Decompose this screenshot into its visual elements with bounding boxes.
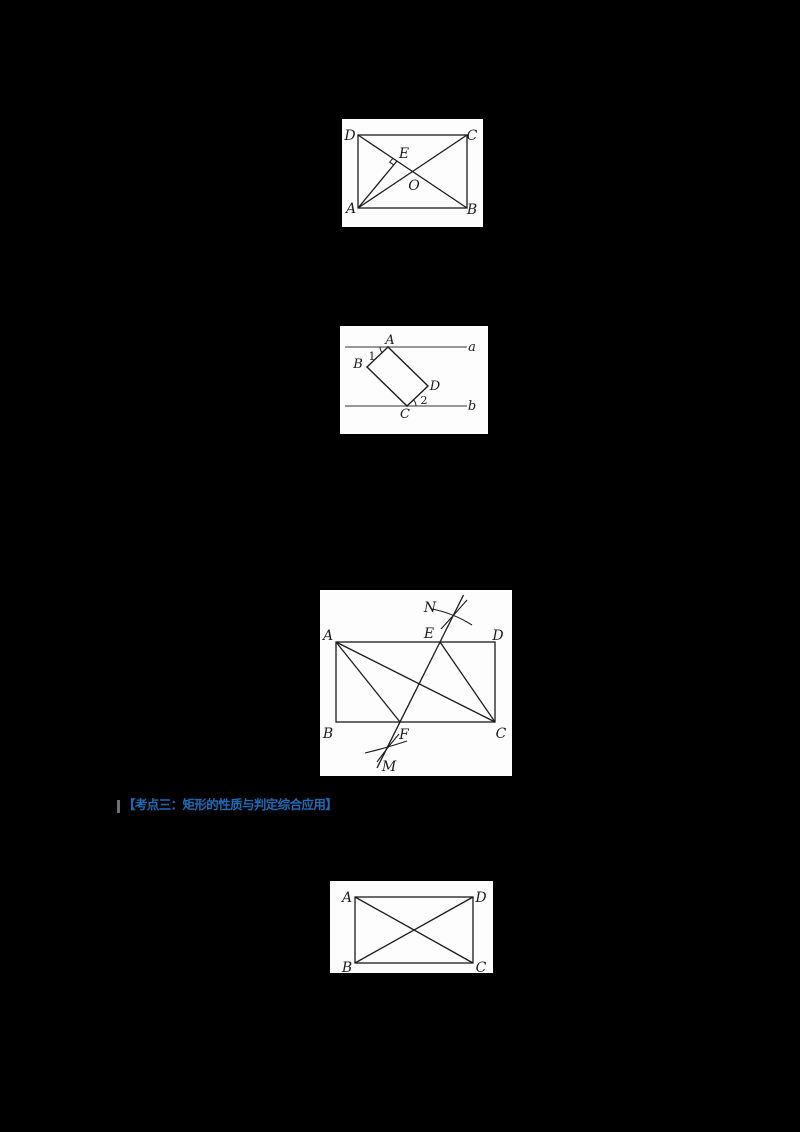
fig3-arc-m1	[364, 740, 408, 754]
fig3-label-c: C	[496, 726, 507, 742]
fig4-label-b: B	[341, 960, 352, 973]
fig2-label-b-vertex: B	[352, 357, 363, 372]
fig4-lines	[354, 896, 474, 964]
fig1-label-a: A	[344, 201, 356, 217]
fig2-label-line-b: b	[468, 399, 476, 414]
fig1-label-c: C	[467, 128, 478, 144]
fig1-label-d: D	[343, 128, 355, 144]
fig4-label-d: D	[474, 890, 486, 906]
fig3-arc-m2	[376, 733, 400, 763]
fig2-parallel-lines	[345, 346, 467, 407]
fig3-segment-af	[335, 641, 401, 723]
fig4-rectangle	[354, 896, 474, 964]
fig2-label-d-vertex: D	[429, 379, 441, 394]
fig1-label-b: B	[466, 202, 477, 218]
fig1-right-angle-mark	[388, 157, 395, 166]
fig1-diagonal-ac	[357, 134, 468, 209]
fig3-label-b: B	[322, 726, 333, 742]
fig3-rectangle	[335, 641, 496, 723]
fig3-label-f: F	[398, 727, 410, 743]
topic-heading: 【考点三：矩形的性质与判定综合应用】	[123, 797, 363, 813]
fig1-lines	[357, 134, 468, 209]
figure3-panel: A D B C E F N M	[320, 590, 512, 776]
fig1-labels: D C A B E O	[343, 128, 477, 218]
fig1-segment-ae	[357, 160, 398, 209]
fig2-label-c-vertex: C	[400, 407, 410, 422]
figure2-diagram: A B C D 1 2 a b	[345, 333, 476, 422]
fig4-diagonal-bd	[354, 896, 474, 964]
fig1-label-e: E	[398, 146, 409, 162]
fig4-label-c: C	[476, 960, 487, 973]
fig3-diagonal-ac	[335, 641, 496, 723]
fig3-label-m: M	[381, 759, 397, 775]
fig2-label-a-vertex: A	[384, 333, 394, 348]
fig2-angle1-arc	[379, 346, 383, 353]
figure2-panel: A B C D 1 2 a b	[340, 326, 488, 434]
fig1-rectangle	[357, 134, 468, 209]
fig3-label-d: D	[491, 628, 503, 644]
fig3-bisector-line-nm	[376, 594, 465, 769]
fig2-label-angle1: 1	[369, 350, 376, 363]
fig3-labels: A D B C E F N M	[321, 600, 507, 775]
fig2-rectangle	[365, 346, 430, 407]
fig3-label-n: N	[423, 600, 437, 616]
topic-heading-text: 【考点三：矩形的性质与判定综合应用】	[123, 797, 338, 812]
figure3-diagram: A D B C E F N M	[321, 594, 507, 775]
fig2-lines	[365, 346, 430, 407]
fig3-label-a: A	[321, 628, 333, 644]
fig2-label-angle2: 2	[421, 394, 428, 407]
fig2-angle2-arc	[413, 399, 417, 407]
figure4-panel: A D B C	[330, 881, 493, 973]
fig3-arc-n2	[440, 599, 468, 630]
fig4-label-a: A	[340, 890, 352, 906]
heading-marker	[117, 800, 120, 813]
fig3-label-e: E	[423, 626, 434, 642]
fig3-lines	[335, 594, 496, 769]
figure1-panel: D C A B E O	[342, 119, 483, 227]
fig2-label-line-a: a	[468, 340, 476, 355]
fig4-labels: A D B C	[340, 890, 487, 973]
figure4-diagram: A D B C	[340, 890, 487, 973]
fig3-segment-ec	[439, 641, 496, 723]
fig3-arc-n1	[431, 608, 473, 626]
figure1-diagram: D C A B E O	[343, 128, 477, 218]
fig1-label-o: O	[408, 178, 420, 194]
fig2-labels: A B C D 1 2 a b	[352, 333, 476, 422]
